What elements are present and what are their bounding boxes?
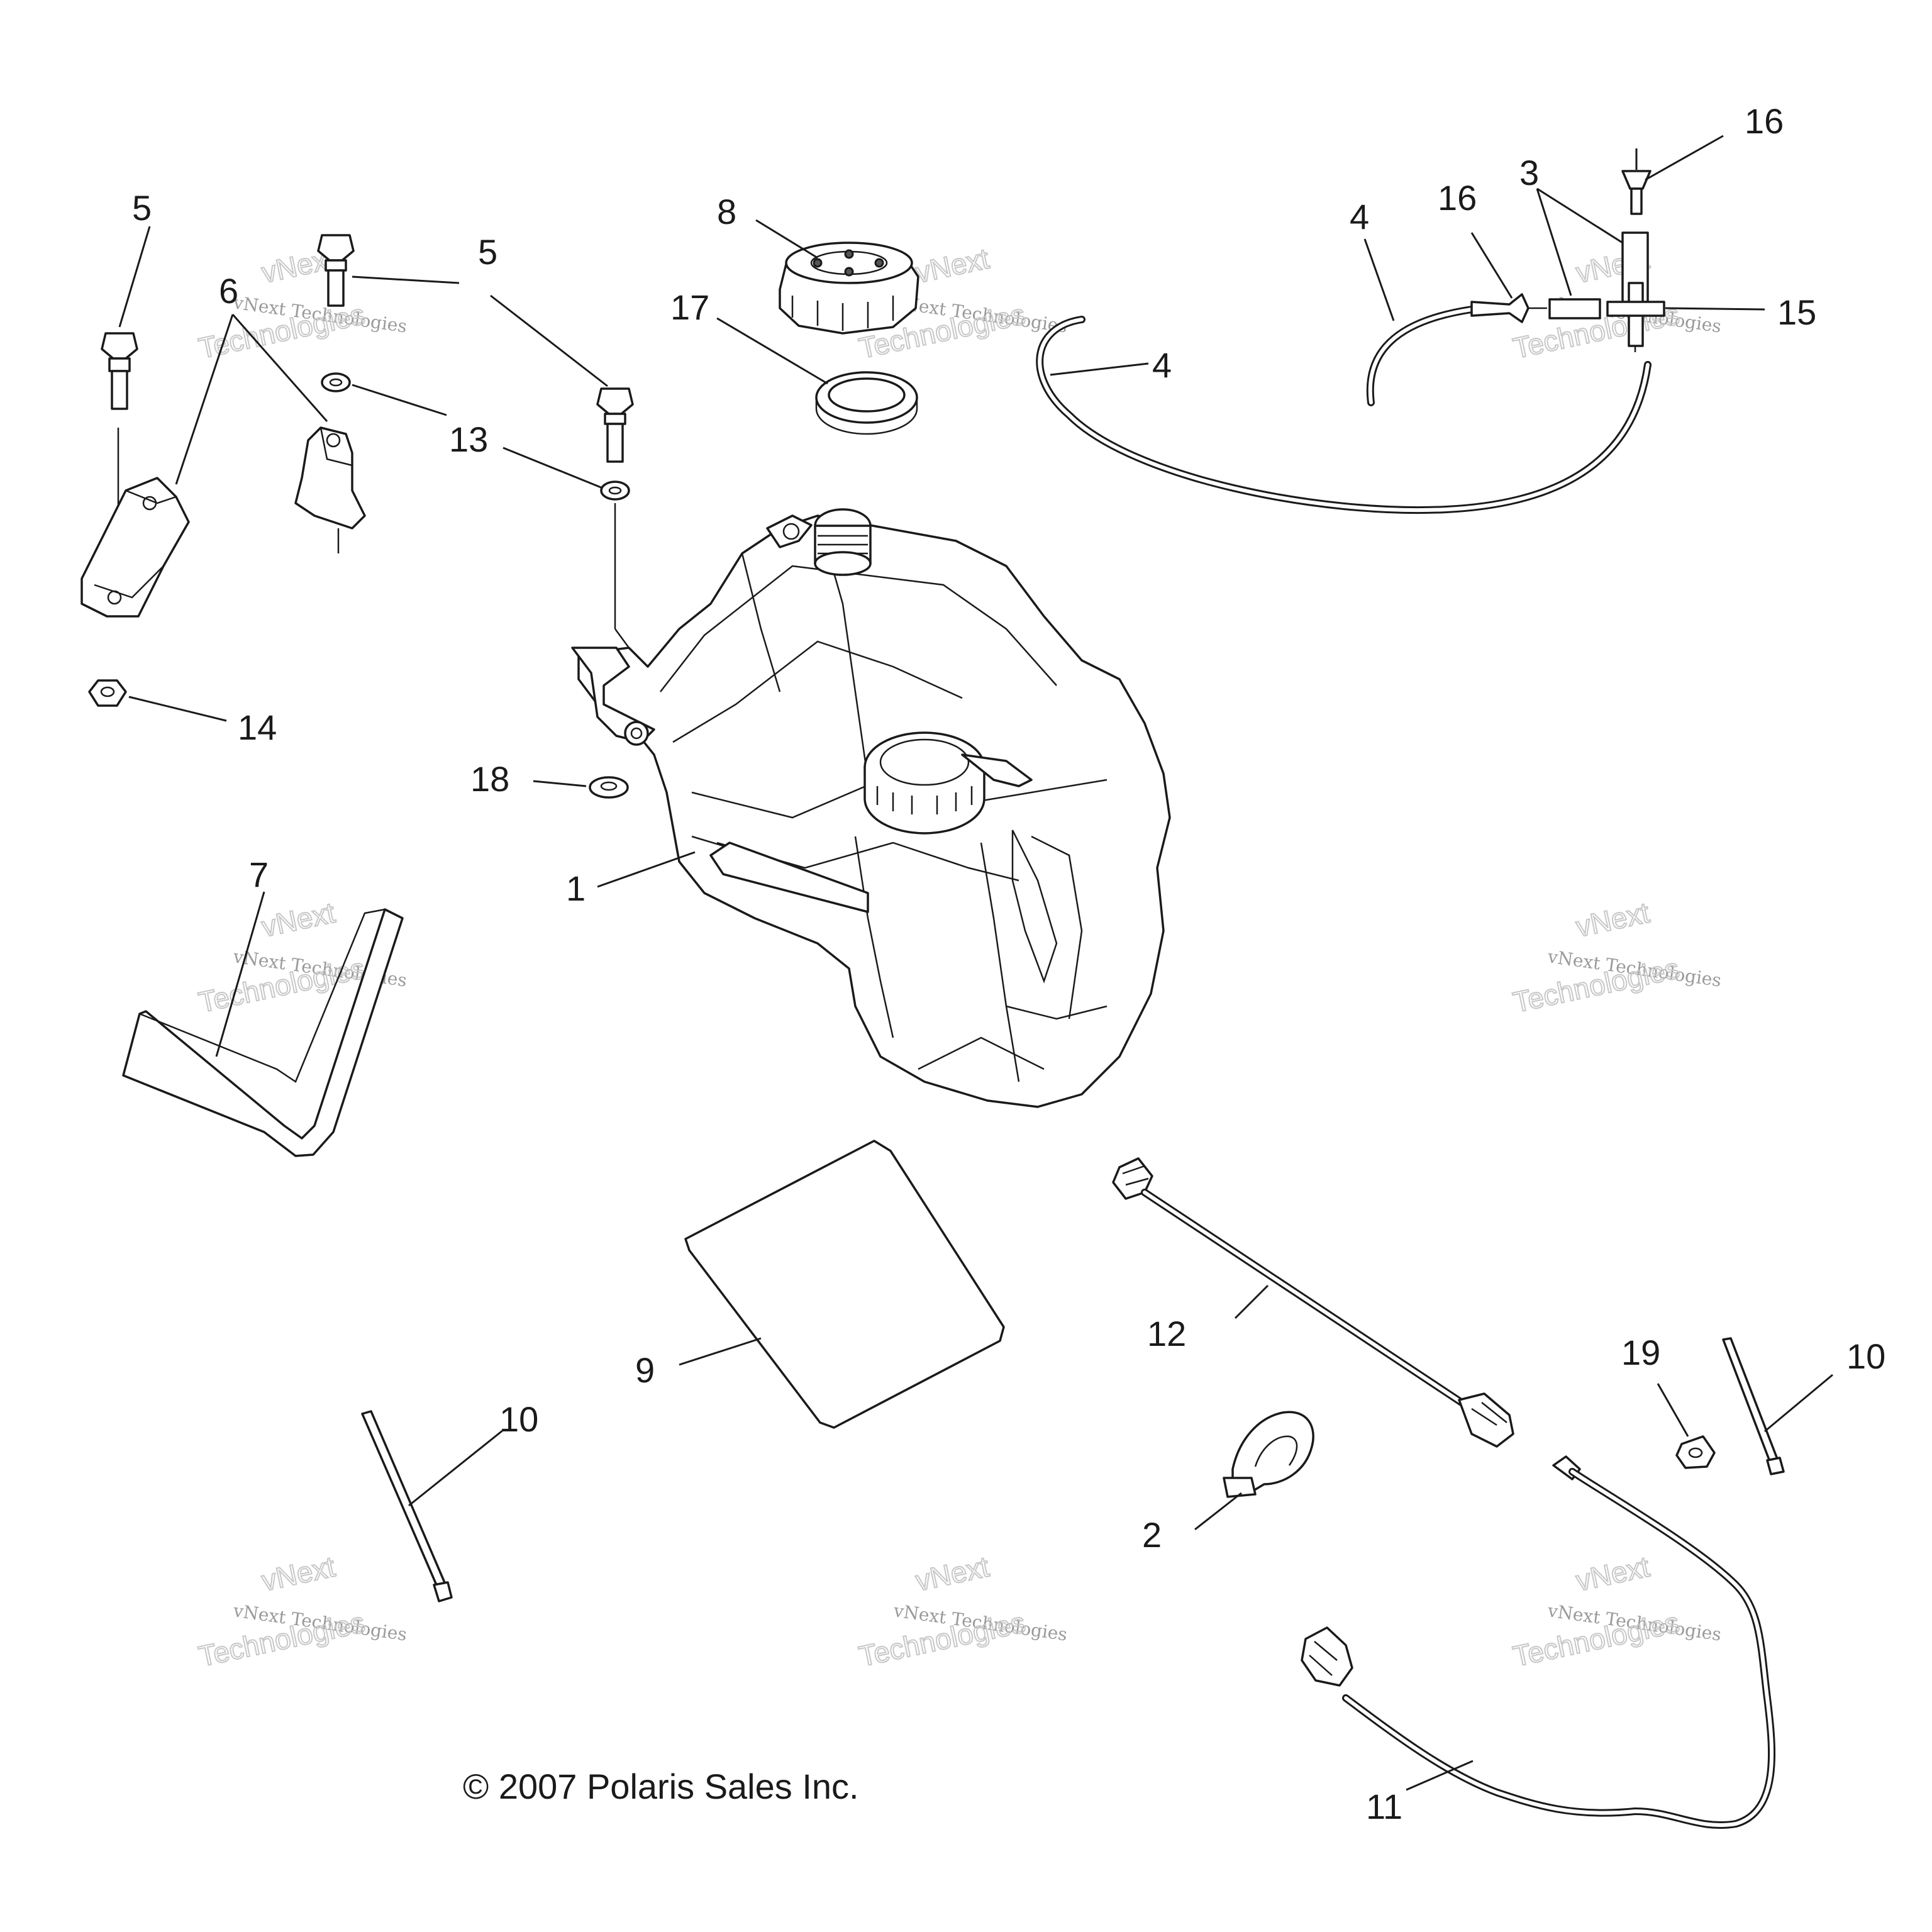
- label-13: 13: [449, 419, 488, 459]
- callout-17: 17: [670, 287, 828, 385]
- svg-text:vNext: vNext: [913, 1550, 992, 1597]
- fuel-cap[interactable]: [779, 242, 919, 335]
- label-2: 2: [1142, 1515, 1162, 1555]
- callout-6: 6: [175, 271, 328, 485]
- copyright-text: © 2007 Polaris Sales Inc.: [463, 1767, 859, 1806]
- tank-pad[interactable]: [684, 1140, 1005, 1429]
- callout-16-left: 16: [1438, 178, 1513, 299]
- grommet[interactable]: [1675, 1435, 1716, 1469]
- callout-3: 3: [1519, 153, 1623, 296]
- callout-4-left: 4: [1350, 197, 1395, 321]
- fuel-line-lower[interactable]: [1301, 1455, 1776, 1829]
- label-10-right: 10: [1846, 1336, 1885, 1376]
- svg-text:vNext: vNext: [913, 242, 992, 289]
- label-11: 11: [1366, 1787, 1402, 1826]
- label-14: 14: [238, 708, 277, 747]
- svg-text:vNext: vNext: [258, 896, 338, 943]
- label-19: 19: [1621, 1333, 1660, 1372]
- heat-shield[interactable]: [122, 908, 404, 1157]
- cable-tie-right[interactable]: [1722, 1337, 1785, 1475]
- tee-fitting[interactable]: [1606, 282, 1665, 347]
- label-15: 15: [1777, 292, 1816, 332]
- callout-18: 18: [470, 759, 587, 799]
- label-18: 18: [470, 759, 509, 799]
- washer-lower-axis-2: [614, 628, 630, 648]
- label-8: 8: [717, 192, 736, 231]
- svg-text:vNext: vNext: [1573, 1550, 1652, 1597]
- label-17: 17: [670, 287, 709, 327]
- callout-7: 7: [215, 855, 269, 1057]
- callout-5-right: 5: [352, 232, 608, 387]
- callout-12: 12: [1147, 1284, 1269, 1353]
- callout-1: 1: [566, 851, 696, 908]
- callout-13: 13: [352, 384, 603, 489]
- bracket-right[interactable]: [294, 426, 366, 530]
- callout-15: 15: [1665, 292, 1816, 332]
- fuel-tank[interactable]: [571, 508, 1171, 1108]
- label-3: 3: [1519, 153, 1539, 192]
- bolt-left[interactable]: [101, 332, 138, 410]
- washer-lower[interactable]: [600, 480, 630, 501]
- callout-2: 2: [1142, 1492, 1242, 1555]
- callout-16-right: 16: [1645, 101, 1784, 181]
- label-6: 6: [219, 271, 238, 311]
- svg-text:vNext: vNext: [1573, 896, 1652, 943]
- callout-14: 14: [128, 696, 277, 747]
- callout-5-left: 5: [118, 188, 152, 328]
- label-1: 1: [566, 869, 586, 908]
- p-clamp[interactable]: [1223, 1411, 1314, 1498]
- svg-text:vNext: vNext: [258, 1550, 338, 1597]
- callout-19: 19: [1621, 1333, 1689, 1437]
- check-valve-top[interactable]: [1621, 148, 1652, 215]
- hose-connector-short[interactable]: [1548, 298, 1601, 319]
- fuel-line-upper[interactable]: [1112, 1157, 1514, 1448]
- callout-9: 9: [635, 1337, 762, 1390]
- label-16-left: 16: [1438, 178, 1477, 218]
- watermark-bottom-right: vNext vNext Technologies Technologies: [1509, 1549, 1723, 1673]
- spacer[interactable]: [589, 776, 629, 799]
- watermark-bottom-left: vNext vNext Technologies Technologies: [195, 1549, 408, 1673]
- label-9: 9: [635, 1350, 655, 1390]
- label-10-left: 10: [499, 1399, 538, 1439]
- label-5-right: 5: [478, 232, 497, 272]
- callout-8: 8: [717, 192, 818, 259]
- washer-upper[interactable]: [321, 372, 351, 392]
- label-16-right: 16: [1745, 101, 1784, 141]
- callout-10-left: 10: [408, 1399, 538, 1507]
- watermark-bottom-center: vNext vNext Technologies Technologies: [855, 1549, 1069, 1673]
- callout-4-right: 4: [1050, 345, 1172, 385]
- callout-11: 11: [1366, 1760, 1474, 1826]
- cap-seal[interactable]: [815, 371, 918, 435]
- vent-hose-short[interactable]: [1366, 306, 1475, 406]
- nut[interactable]: [88, 679, 127, 707]
- label-12: 12: [1147, 1314, 1186, 1353]
- callout-10-right: 10: [1764, 1336, 1885, 1433]
- label-4-left: 4: [1350, 197, 1369, 236]
- bolt-mid[interactable]: [317, 234, 355, 307]
- bracket-left[interactable]: [80, 477, 190, 618]
- cable-tie-left[interactable]: [361, 1410, 453, 1602]
- bolt-right[interactable]: [596, 387, 634, 463]
- label-7: 7: [249, 855, 269, 894]
- check-valve-left[interactable]: [1470, 293, 1547, 323]
- watermark-mid-right: vNext vNext Technologies Technologies: [1509, 895, 1723, 1019]
- vent-hose-main[interactable]: [1036, 316, 1652, 514]
- label-5-left: 5: [132, 188, 152, 228]
- label-4-right: 4: [1152, 345, 1172, 385]
